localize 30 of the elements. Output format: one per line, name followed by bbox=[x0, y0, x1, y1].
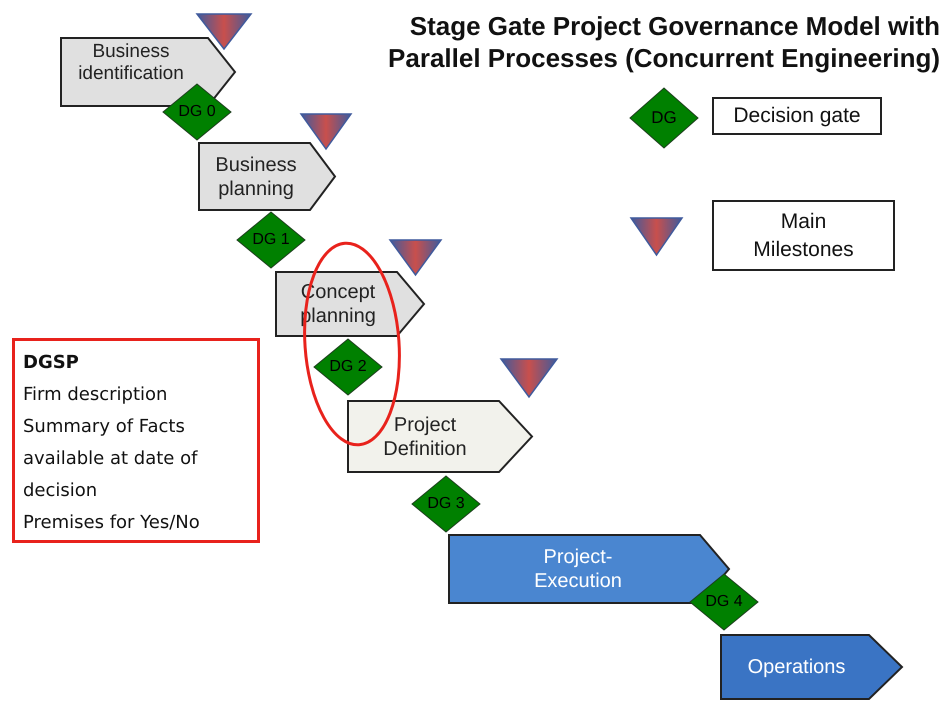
gate-label: DG 0 bbox=[178, 103, 216, 121]
gate-label: DG 4 bbox=[705, 593, 743, 611]
legend-text: Main Milestones bbox=[752, 208, 855, 262]
gate-label: DG 2 bbox=[329, 358, 367, 376]
decision-gate-diamond bbox=[314, 339, 382, 395]
legend-diamond-label: DG bbox=[651, 108, 677, 128]
note-box bbox=[12, 338, 260, 543]
gate-label: DG 3 bbox=[427, 495, 465, 513]
stage-label: Operations bbox=[748, 655, 846, 679]
gate-label: DG 1 bbox=[252, 231, 290, 249]
milestone-icon bbox=[389, 239, 442, 276]
milestone-icon bbox=[300, 113, 352, 150]
milestone-icon bbox=[196, 13, 252, 50]
stage-label: Project Definition bbox=[382, 412, 468, 460]
decision-gate-diamond bbox=[690, 574, 758, 630]
stage-label: Business identification bbox=[77, 41, 185, 85]
milestone-icon bbox=[500, 358, 558, 398]
note-heading: DGSP bbox=[23, 352, 79, 373]
stage-pentagon bbox=[720, 634, 903, 700]
legend-text: Decision gate bbox=[733, 103, 861, 129]
decision-gate-diamond bbox=[163, 84, 231, 140]
stage-label: Project- Execution bbox=[533, 545, 623, 593]
decision-gate-diamond bbox=[412, 476, 480, 532]
stage-label: Business planning bbox=[214, 152, 298, 200]
note-text: Firm description bbox=[23, 384, 168, 405]
title: Stage Gate Project Governance Model with Parallel Processes (Concurrent Engineering) bbox=[388, 11, 940, 73]
note-text: Summary of Facts available at date of decision bbox=[23, 416, 198, 501]
stage-pentagon bbox=[347, 400, 533, 473]
stage-pentagon bbox=[198, 142, 336, 211]
note-text: Premises for Yes/No bbox=[23, 512, 200, 533]
